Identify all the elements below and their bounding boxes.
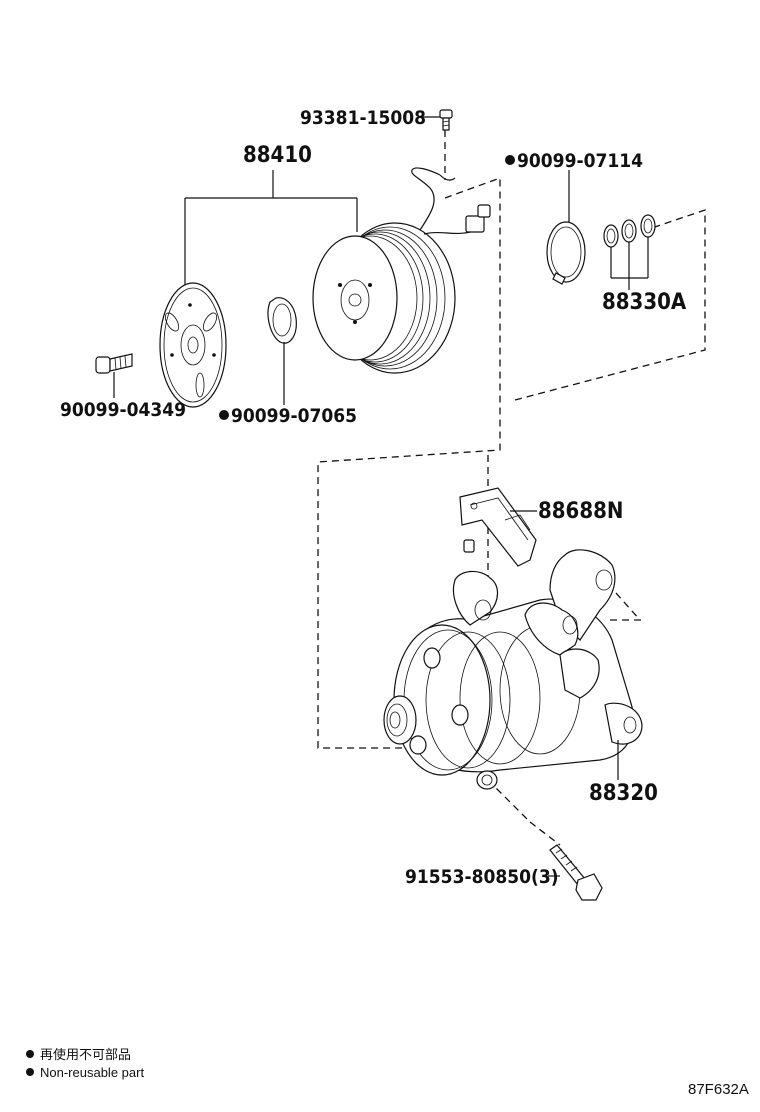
clutch-wire-icon <box>411 167 491 235</box>
label-clutch-assy: 88410 <box>243 143 312 168</box>
bolt-left-icon <box>95 353 133 374</box>
snap-ring-top-icon <box>546 221 586 285</box>
legend-japanese: 再使用不可部品 <box>40 1047 131 1062</box>
label-compressor: 88320 <box>589 781 658 806</box>
bolt-top-icon <box>439 109 453 131</box>
label-bracket: 88688N <box>538 499 623 524</box>
bolt-bottom-icon <box>549 844 603 901</box>
label-snap-ring-top: 90099-07114 <box>517 150 643 172</box>
o-rings-icon <box>603 214 656 248</box>
snap-ring-mid-icon <box>267 297 297 344</box>
label-oring-kit: 88330A <box>602 290 687 315</box>
clutch-hub-plate-icon <box>159 282 227 408</box>
label-bolt-top: 93381-15008 <box>300 107 426 129</box>
label-bolt-left: 90099-04349 <box>60 399 186 421</box>
compressor-icon <box>383 549 643 790</box>
non-reusable-dot-icon <box>505 155 515 165</box>
non-reusable-dot-icon <box>219 410 229 420</box>
leader-lines <box>113 116 649 877</box>
label-bolt-bottom: 91553-80850(3) <box>405 866 559 888</box>
label-snap-ring-mid: 90099-07065 <box>231 405 357 427</box>
legend-english: Non-reusable part <box>40 1065 144 1080</box>
diagram-code: 87F632A <box>688 1081 749 1098</box>
bracket-icon <box>459 487 537 567</box>
legend-dot-icon <box>26 1068 34 1076</box>
clutch-pulley-icon <box>312 222 456 374</box>
legend-dot-icon <box>26 1050 34 1058</box>
